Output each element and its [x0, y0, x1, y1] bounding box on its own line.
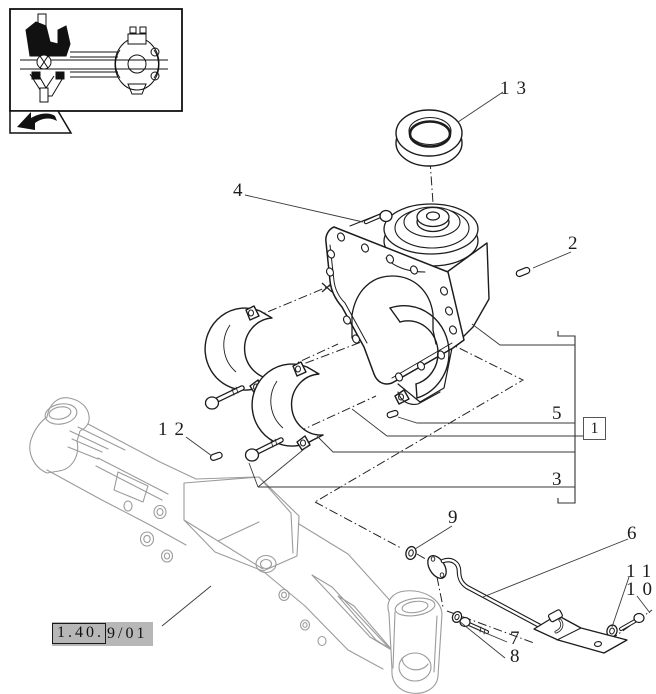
callout-11[interactable]: 11 [626, 561, 656, 582]
seal-ring-part-drawing [395, 109, 463, 167]
axle-thumbnail[interactable] [9, 8, 183, 112]
callout-4[interactable]: 4 [233, 180, 243, 201]
assembly-axis-lines [211, 159, 653, 651]
assembly-group-bracket [557, 331, 576, 504]
section-code-link[interactable]: 1.40.9/01 [52, 622, 154, 646]
callout-3[interactable]: 3 [552, 469, 562, 490]
half-collar-parts-drawing [204, 305, 324, 451]
bolt-parts-drawing [204, 209, 645, 635]
washer-parts-drawing [405, 545, 618, 638]
assembly-ref-box[interactable]: 1 [583, 417, 606, 440]
section-code-boxed-part: 1.40. [52, 623, 106, 644]
callout-13[interactable]: 13 [500, 78, 533, 99]
pin-parts-drawing [209, 266, 531, 461]
callout-2[interactable]: 2 [568, 233, 578, 254]
callout-7[interactable]: 7 [510, 628, 520, 649]
callout-10[interactable]: 10 [626, 579, 656, 600]
return-arrow-icon [17, 112, 57, 130]
support-housing-drawing [325, 203, 490, 405]
callout-leader-lines [161, 91, 651, 659]
axle-thumbnail-drawing [20, 13, 168, 103]
callout-6[interactable]: 6 [627, 523, 637, 544]
callout-5[interactable]: 5 [552, 403, 562, 424]
callout-8[interactable]: 8 [510, 646, 520, 667]
callout-9[interactable]: 9 [448, 507, 458, 528]
axle-housing-reference-drawing [29, 397, 443, 694]
section-code-suffix: 9/01 [107, 624, 148, 642]
back-navigation[interactable] [9, 110, 73, 134]
callout-12[interactable]: 12 [158, 419, 191, 440]
pipe-and-bracket-drawing [427, 555, 628, 654]
